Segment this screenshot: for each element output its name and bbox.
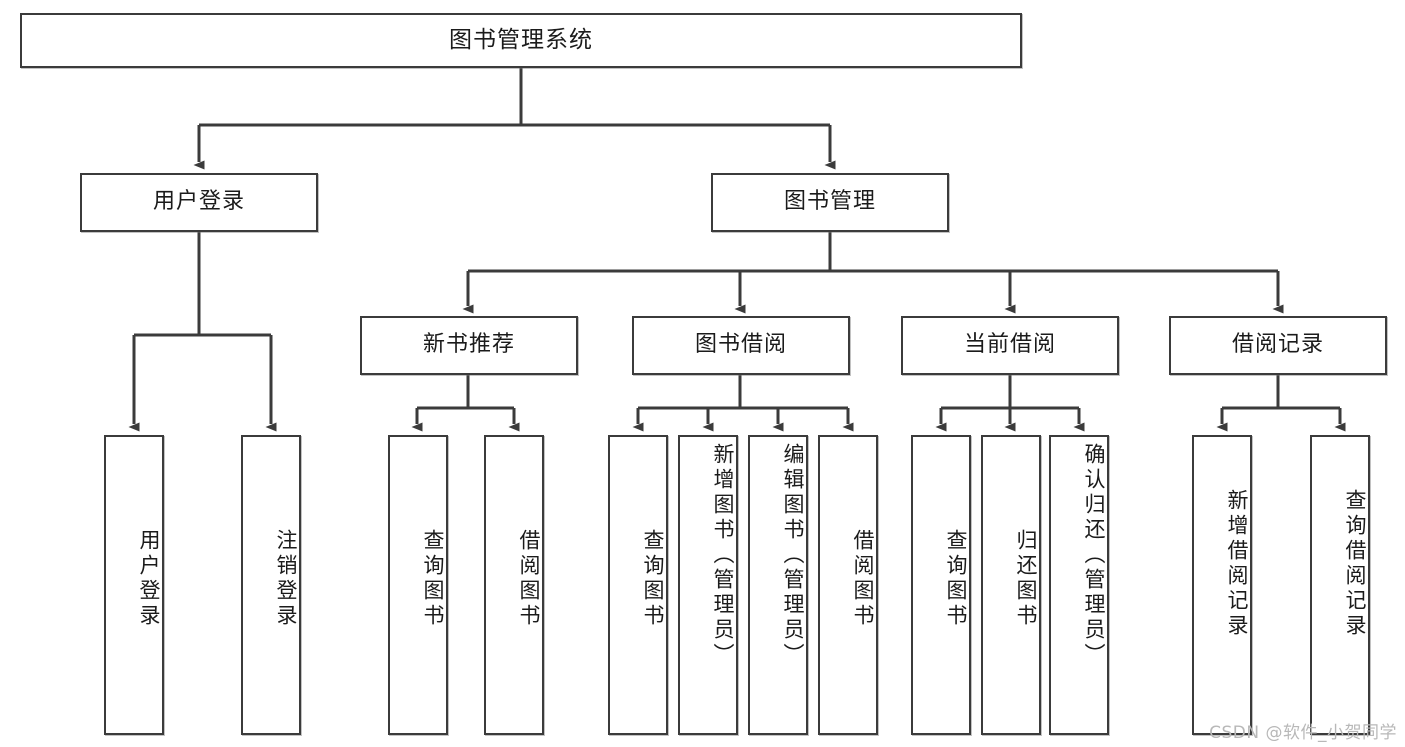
node-label: 借阅记录 bbox=[1231, 332, 1324, 358]
node-label: 新增图书（管理员） bbox=[711, 443, 735, 668]
node-label: 图书管理 bbox=[783, 189, 876, 215]
node-label: 确认归还（管理员） bbox=[1082, 443, 1106, 668]
leaf-query-book-2[interactable]: 查询图书 bbox=[608, 435, 668, 735]
node-new-book-recommend[interactable]: 新书推荐 bbox=[360, 316, 578, 375]
node-root-system[interactable]: 图书管理系统 bbox=[20, 13, 1022, 68]
node-label: 新增借阅记录 bbox=[1225, 489, 1249, 639]
leaf-query-record[interactable]: 查询借阅记录 bbox=[1310, 435, 1370, 735]
leaf-edit-book[interactable]: 编辑图书（管理员） bbox=[748, 435, 808, 735]
node-label: 用户登录 bbox=[152, 189, 245, 215]
node-book-borrow[interactable]: 图书借阅 bbox=[632, 316, 850, 375]
leaf-return-book[interactable]: 归还图书 bbox=[981, 435, 1041, 735]
leaf-confirm-return[interactable]: 确认归还（管理员） bbox=[1049, 435, 1109, 735]
node-current-borrow[interactable]: 当前借阅 bbox=[901, 316, 1119, 375]
node-label: 查询借阅记录 bbox=[1343, 489, 1367, 639]
leaf-user-logout[interactable]: 注销登录 bbox=[241, 435, 301, 735]
node-label: 当前借阅 bbox=[963, 332, 1056, 358]
node-label: 注销登录 bbox=[274, 529, 298, 629]
leaf-borrow-book-1[interactable]: 借阅图书 bbox=[484, 435, 544, 735]
node-label: 图书借阅 bbox=[694, 332, 787, 358]
leaf-borrow-book-2[interactable]: 借阅图书 bbox=[818, 435, 878, 735]
leaf-query-book-1[interactable]: 查询图书 bbox=[388, 435, 448, 735]
node-label: 用户登录 bbox=[137, 529, 161, 629]
node-user-login[interactable]: 用户登录 bbox=[80, 173, 318, 232]
node-label: 借阅图书 bbox=[851, 529, 875, 629]
node-label: 查询图书 bbox=[421, 529, 445, 629]
csdn-watermark: CSDN @软件_小贺同学 bbox=[1209, 723, 1397, 743]
leaf-query-book-3[interactable]: 查询图书 bbox=[911, 435, 971, 735]
leaf-user-login[interactable]: 用户登录 bbox=[104, 435, 164, 735]
node-label: 新书推荐 bbox=[422, 332, 515, 358]
node-label: 查询图书 bbox=[944, 529, 968, 629]
node-book-manage[interactable]: 图书管理 bbox=[711, 173, 949, 232]
node-label: 图书管理系统 bbox=[449, 26, 593, 53]
node-label: 归还图书 bbox=[1014, 529, 1038, 629]
node-label: 查询图书 bbox=[641, 529, 665, 629]
node-label: 编辑图书（管理员） bbox=[781, 443, 805, 668]
leaf-add-record[interactable]: 新增借阅记录 bbox=[1192, 435, 1252, 735]
node-label: 借阅图书 bbox=[517, 529, 541, 629]
leaf-add-book[interactable]: 新增图书（管理员） bbox=[678, 435, 738, 735]
node-borrow-record[interactable]: 借阅记录 bbox=[1169, 316, 1387, 375]
